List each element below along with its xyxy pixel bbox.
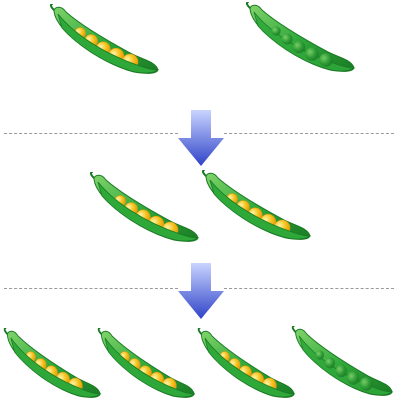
pea-pod-icon xyxy=(244,2,356,74)
pea xyxy=(293,41,305,53)
pea-pod-icon xyxy=(48,4,160,76)
divider-line-1-right xyxy=(224,133,394,134)
pea-pod-icon xyxy=(2,328,102,400)
pea xyxy=(335,365,346,377)
divider-line-1-left xyxy=(4,133,178,134)
pea xyxy=(315,350,324,359)
pea-pod-icon xyxy=(88,172,200,244)
pea xyxy=(271,26,280,35)
pea xyxy=(347,371,359,384)
pea-pod-icon xyxy=(200,170,312,242)
pea xyxy=(281,33,292,44)
down-arrow-icon xyxy=(178,110,224,166)
pea xyxy=(305,47,318,60)
divider-line-2-left xyxy=(4,288,178,289)
down-arrow-icon xyxy=(178,263,224,319)
pea xyxy=(319,53,333,67)
pea-pod-icon xyxy=(96,328,196,400)
divider-line-2-right xyxy=(224,288,394,289)
pea xyxy=(360,377,373,391)
pea-pod-icon xyxy=(196,328,296,400)
pea-pod-icon xyxy=(290,326,394,398)
pea xyxy=(325,357,335,368)
